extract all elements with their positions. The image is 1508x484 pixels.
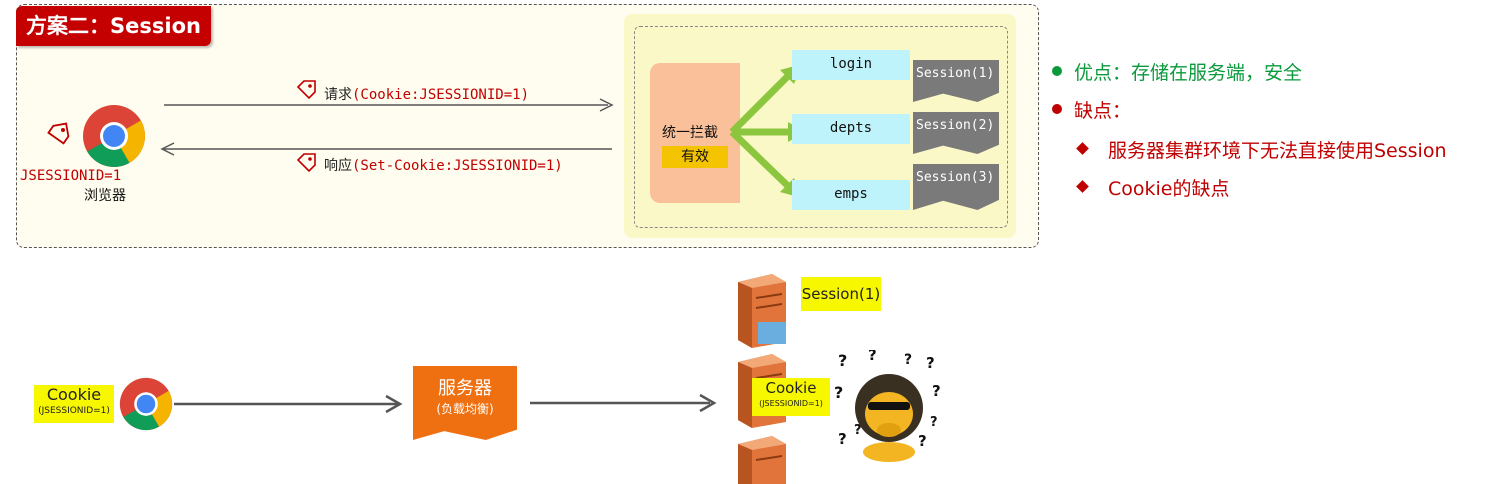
- server-inner-frame: [634, 26, 1008, 228]
- cookie-tag: Cookie (JSESSIONID=1): [34, 385, 114, 423]
- session-doc-2: Session(2): [913, 112, 999, 154]
- interceptor-block: [650, 63, 740, 203]
- svg-text:?: ?: [838, 351, 847, 370]
- cookie-value: (JSESSIONID=1): [38, 406, 110, 416]
- con-text: 缺点：: [1074, 100, 1132, 122]
- response-tag-icon: [296, 153, 316, 173]
- svg-text:?: ?: [926, 354, 935, 372]
- endpoint-emps: emps: [792, 180, 910, 210]
- request-label: 请求(Cookie:JSESSIONID=1): [324, 87, 530, 103]
- request-tag-icon: [296, 80, 316, 100]
- interceptor-label: 统一拦截: [662, 125, 718, 141]
- svg-text:?: ?: [904, 352, 912, 368]
- server-sub-label: (负载均衡): [436, 402, 494, 416]
- browser-label: 浏览器: [84, 188, 126, 204]
- session-doc-1: Session(1): [913, 60, 999, 102]
- flow-arrows: [174, 393, 717, 414]
- scheme-title: 方案二：Session: [16, 6, 211, 46]
- response-label: 响应(Set-Cookie:JSESSIONID=1): [324, 158, 563, 174]
- cookie2-value: (JSESSIONID=1): [759, 399, 823, 408]
- svg-text:?: ?: [834, 383, 843, 402]
- load-balancer-server: [413, 366, 517, 440]
- svg-text:?: ?: [932, 382, 941, 400]
- request-response-arrows: [160, 98, 614, 156]
- cookie-tag-2: Cookie (JSESSIONID=1): [752, 378, 830, 416]
- pro-bullet-icon: [1052, 66, 1062, 76]
- chrome-browser-icon: [83, 105, 145, 167]
- endpoint-login: login: [792, 50, 910, 80]
- con-sub-1: 服务器集群环境下无法直接使用Session: [1108, 140, 1447, 162]
- diamond-icon: [1076, 142, 1089, 155]
- confused-monkey-icon: ?? ?? ?? ?? ??: [834, 350, 941, 462]
- valid-badge: 有效: [662, 146, 728, 168]
- server-tower-icon: [738, 274, 786, 348]
- pro-text: 优点：存储在服务端，安全: [1074, 62, 1303, 84]
- svg-text:?: ?: [868, 350, 877, 364]
- svg-text:?: ?: [854, 423, 862, 438]
- endpoint-depts: depts: [792, 114, 910, 144]
- cookie-label: Cookie: [46, 385, 102, 404]
- tag-icon: [47, 122, 70, 145]
- svg-text:?: ?: [930, 415, 938, 430]
- con-bullet-icon: [1052, 104, 1062, 114]
- server-label: 服务器: [438, 378, 492, 399]
- cookie2-label: Cookie: [765, 379, 817, 397]
- svg-text:?: ?: [838, 430, 847, 448]
- diamond-icon: [1076, 180, 1089, 193]
- con-sub-2: Cookie的缺点: [1108, 178, 1230, 200]
- session-doc-3: Session(3): [913, 164, 999, 210]
- server-tower-icon: [738, 436, 786, 484]
- svg-text:?: ?: [918, 432, 927, 450]
- browser-cookie-value: JSESSIONID=1: [20, 168, 122, 184]
- session-tag: Session(1): [801, 277, 881, 311]
- chrome-browser-icon: [119, 377, 173, 431]
